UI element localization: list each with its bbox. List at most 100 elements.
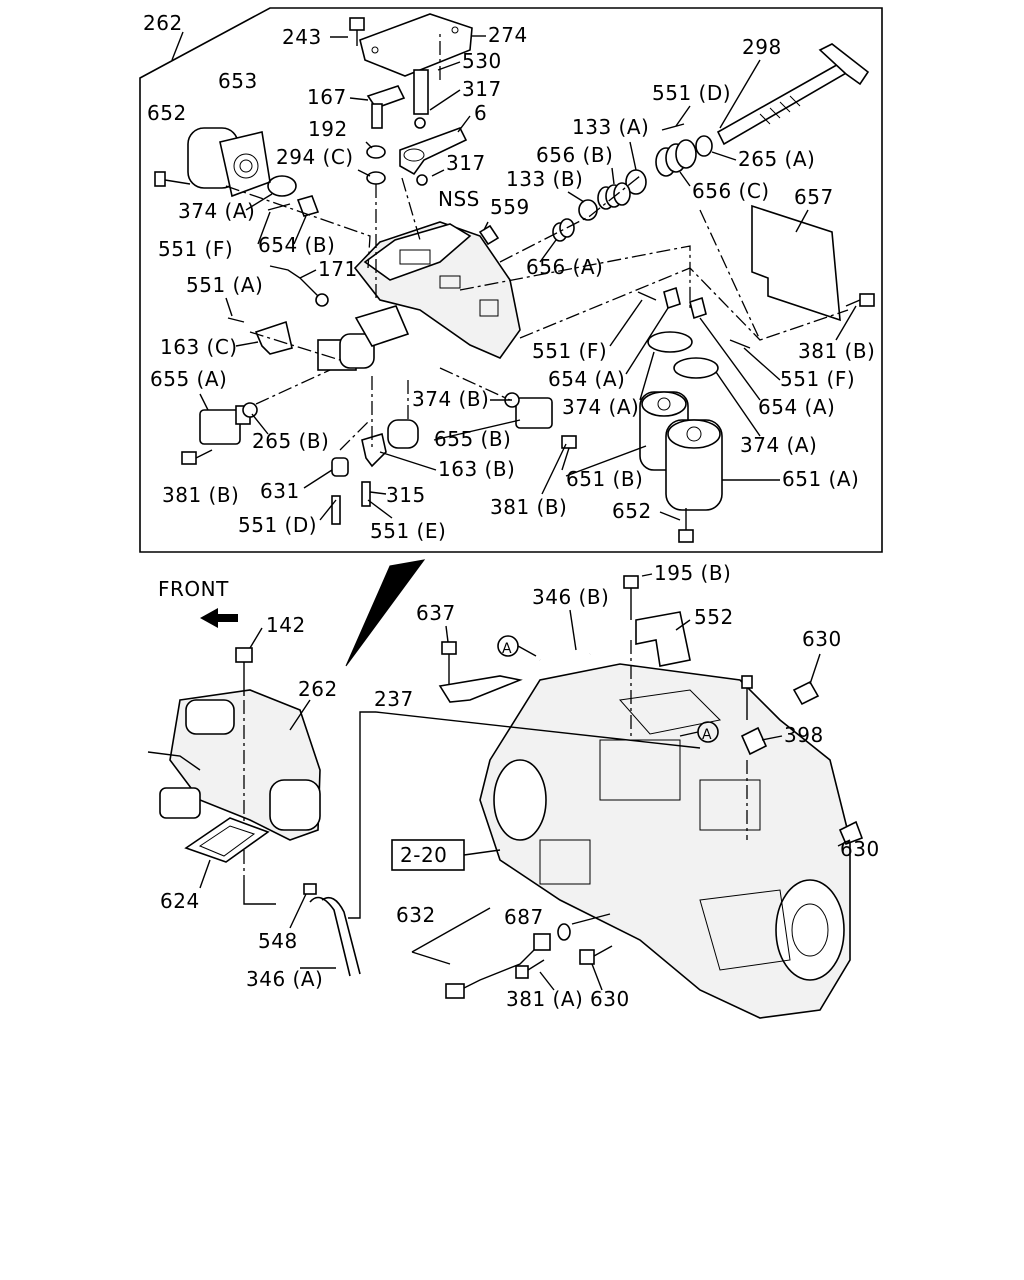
o-ring-374a-mid [647, 331, 693, 353]
lever-167 [366, 85, 406, 129]
bracket-237 [438, 675, 523, 703]
callout-142: 142 [266, 613, 306, 637]
callout-631: 631 [260, 479, 300, 503]
callout-551f-left: 551 (F) [158, 237, 233, 261]
callout-346a: 346 (A) [246, 967, 323, 991]
bolt-630-bottom [579, 945, 613, 965]
callout-653: 653 [218, 69, 258, 93]
clamp-548 [303, 883, 317, 895]
lever-163b [361, 432, 387, 468]
callout-656a: 656 (A) [526, 255, 603, 279]
callout-381b-left: 381 (B) [162, 483, 239, 507]
callout-551e: 551 (E) [370, 519, 446, 543]
callout-652-bottom: 652 [612, 499, 652, 523]
solenoid-655a [199, 402, 258, 445]
callout-nss: NSS [438, 187, 480, 211]
callout-374b: 374 (B) [412, 387, 489, 411]
switch-559 [478, 224, 500, 246]
callout-262-top: 262 [143, 11, 183, 35]
bolt-243 [349, 17, 365, 46]
callout-398: 398 [784, 723, 824, 747]
callout-163b: 163 (B) [438, 457, 515, 481]
solenoid-655b [504, 392, 553, 429]
callout-552: 552 [694, 605, 734, 629]
callout-265b: 265 (B) [252, 429, 329, 453]
callout-551f-mid: 551 (F) [532, 339, 607, 363]
plug-630-top [792, 680, 820, 706]
bracket-657 [751, 204, 841, 322]
callout-298: 298 [742, 35, 782, 59]
pin-315 [361, 481, 371, 507]
callout-346b: 346 (B) [532, 585, 609, 609]
ring-317b [416, 174, 428, 186]
o-ring-374a-right [673, 357, 719, 379]
callout-6: 6 [474, 101, 487, 125]
shift-housing-nss [353, 221, 521, 359]
callout-654a-right: 654 (A) [758, 395, 835, 419]
sensor-632 [445, 933, 551, 999]
callout-651a: 651 (A) [782, 467, 859, 491]
bushing-294c [366, 171, 386, 185]
callout-632: 632 [396, 903, 436, 927]
pin-551f-right [729, 339, 751, 349]
callout-374a-top: 374 (A) [178, 199, 255, 223]
callout-237: 237 [374, 687, 414, 711]
spring-656c [655, 139, 697, 177]
callout-171: 171 [318, 257, 358, 281]
callout-317b: 317 [446, 151, 486, 175]
actuator-651a [665, 419, 723, 511]
callout-163c: 163 (C) [160, 335, 238, 359]
callout-630-mid: 630 [840, 837, 880, 861]
callout-381b-bottom: 381 (B) [490, 495, 567, 519]
spring-656b [597, 182, 631, 210]
valve-assembly [317, 305, 410, 371]
callout-374a-mid: 374 (A) [562, 395, 639, 419]
hose-346a [309, 896, 351, 977]
callout-381a: 381 (A) [506, 987, 583, 1011]
hose-346b [538, 651, 593, 669]
callout-274: 274 [488, 23, 528, 47]
bolt-381b-right [845, 293, 875, 307]
detail-pointer-arrow [345, 559, 426, 667]
pin-551d-bottom [331, 495, 341, 525]
front-label: FRONT [158, 577, 229, 601]
bolt-652-bottom [678, 508, 694, 543]
callout-294c: 294 (C) [276, 145, 354, 169]
callout-530: 530 [462, 49, 502, 73]
bolt-652-top [154, 171, 191, 187]
callout-133b: 133 (B) [506, 167, 583, 191]
callout-624: 624 [160, 889, 200, 913]
switch-398 [740, 675, 768, 756]
o-ring-687 [557, 923, 571, 941]
bolt-637 [441, 641, 457, 684]
callout-630-bottom: 630 [590, 987, 630, 1011]
bolt-381b-left [181, 449, 213, 465]
callout-651b: 651 (B) [566, 467, 643, 491]
callout-381b-right: 381 (B) [798, 339, 875, 363]
callout-2-20: 2-20 [400, 843, 447, 867]
bolt-195b [623, 575, 639, 620]
shift-arm-6 [399, 127, 468, 176]
pin-551f-mid [637, 291, 657, 301]
part-631 [331, 457, 349, 477]
callout-551a: 551 (A) [186, 273, 263, 297]
plug-630-mid [838, 820, 864, 846]
pin-551a [227, 317, 245, 323]
front-arrow-icon [200, 608, 238, 628]
callout-551d-bottom: 551 (D) [238, 513, 317, 537]
callout-654a-mid: 654 (A) [548, 367, 625, 391]
shift-unit-assembly [147, 689, 321, 841]
clip-654a-right [689, 296, 707, 320]
callout-655a: 655 (A) [150, 367, 227, 391]
callout-167: 167 [307, 85, 347, 109]
callout-243: 243 [282, 25, 322, 49]
bolt-381a [515, 959, 545, 979]
callout-637: 637 [416, 601, 456, 625]
clip-654b [296, 195, 320, 217]
callout-657: 657 [794, 185, 834, 209]
callout-551d-top: 551 (D) [652, 81, 731, 105]
callout-374a-right: 374 (A) [740, 433, 817, 457]
pin-551f-left [267, 203, 291, 211]
sensor-171 [269, 265, 329, 307]
